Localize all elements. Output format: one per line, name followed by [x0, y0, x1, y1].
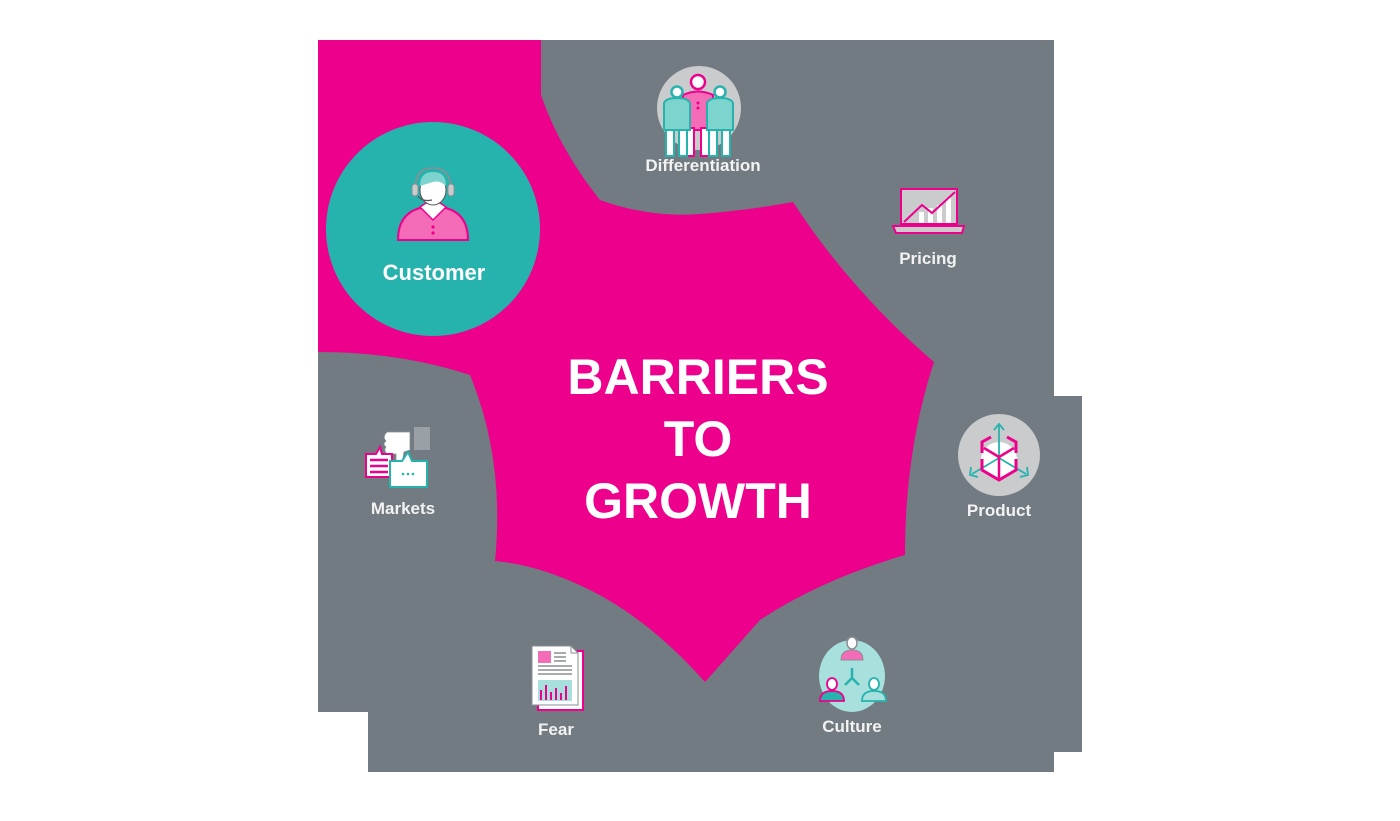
document-report-icon	[531, 645, 584, 711]
title-line-1: BARRIERS	[567, 349, 829, 405]
team-network-icon	[819, 636, 887, 712]
title-line-2: TO	[663, 411, 733, 467]
3d-box-arrows-icon	[958, 414, 1040, 496]
group-of-people-icon	[657, 66, 741, 157]
laptop-chart-icon	[891, 188, 966, 234]
differentiation-label: Differentiation	[645, 156, 761, 175]
customer-label: Customer	[382, 260, 486, 285]
title-line-3: GROWTH	[584, 473, 812, 529]
customer-service-headset-icon	[396, 167, 470, 241]
fear-label: Fear	[538, 720, 574, 739]
thumbs-down-feedback-icon	[365, 427, 430, 488]
diagram-title: BARRIERS TO GROWTH	[567, 346, 828, 532]
pricing-label: Pricing	[899, 249, 957, 268]
culture-label: Culture	[822, 717, 882, 736]
product-label: Product	[966, 501, 1032, 520]
markets-label: Markets	[370, 499, 436, 518]
